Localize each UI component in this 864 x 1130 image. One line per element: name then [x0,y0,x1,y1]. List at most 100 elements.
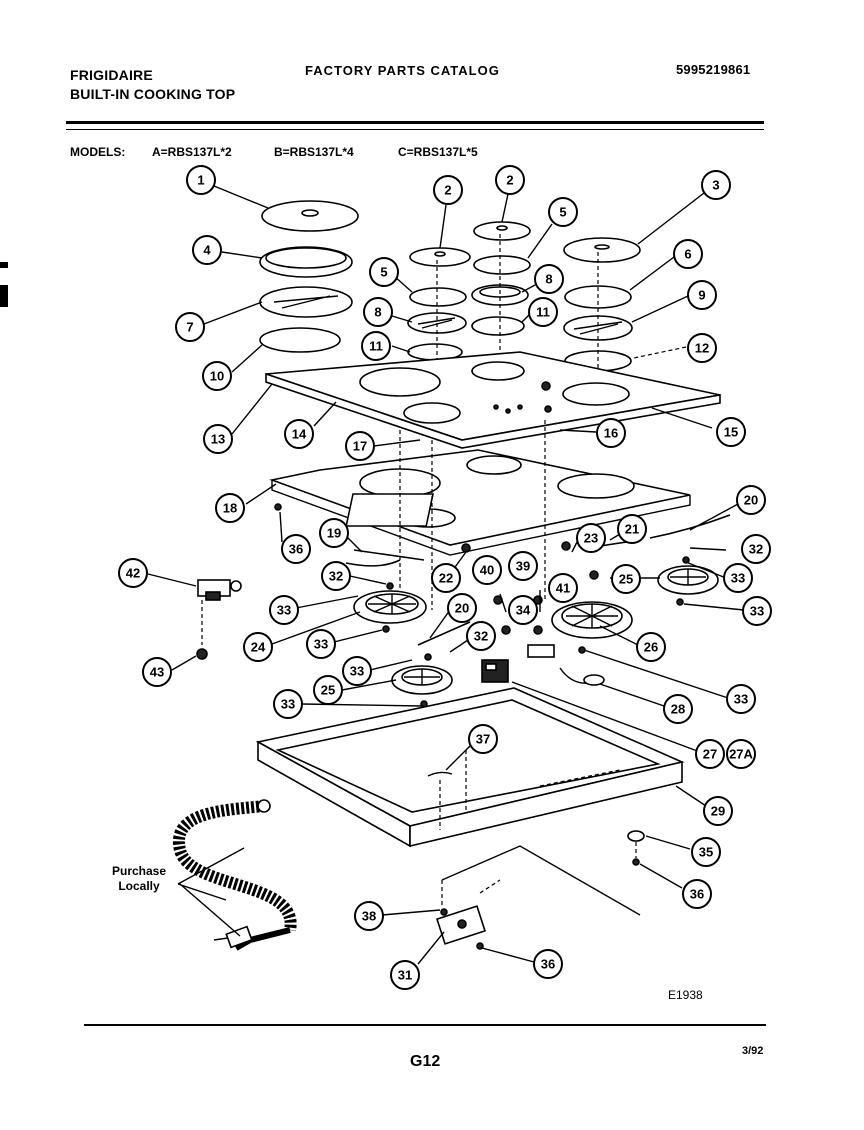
callout-13: 13 [203,424,233,454]
callout-10: 10 [202,361,232,391]
burner-stack-center-left [407,247,471,420]
leader-lines [147,185,745,965]
callout-8: 8 [534,264,564,294]
svg-text:20: 20 [744,493,758,508]
svg-text:8: 8 [374,305,381,320]
note-line-1: Purchase [112,864,167,878]
svg-text:25: 25 [619,572,633,587]
brand-name: FRIGIDAIRE [70,67,153,83]
callout-41: 41 [548,573,578,603]
svg-text:35: 35 [699,845,713,860]
callout-29: 29 [703,796,733,826]
callout-22: 22 [431,563,461,593]
page-number: G12 [410,1053,441,1070]
access-cover-panel [436,830,645,950]
svg-text:1: 1 [197,173,204,188]
callout-20: 20 [736,485,766,515]
figure-code: E1938 [668,988,703,1002]
svg-text:11: 11 [536,305,550,320]
radiant-element-26 [551,601,633,639]
callout-33: 33 [306,629,336,659]
callout-25: 25 [611,564,641,594]
callout-3: 3 [701,170,731,200]
svg-text:33: 33 [734,692,748,707]
callout-5: 5 [548,197,578,227]
svg-text:27A: 27A [729,747,753,762]
callout-9: 9 [687,280,717,310]
header-rule [66,121,764,124]
power-cord [172,799,297,951]
svg-text:16: 16 [604,426,618,441]
relay-27 [481,659,509,683]
svg-text:12: 12 [695,341,709,356]
header-rule-thin [66,129,764,130]
svg-text:13: 13 [211,432,225,447]
callout-32: 32 [466,621,496,651]
svg-text:10: 10 [210,369,224,384]
svg-text:29: 29 [711,804,725,819]
svg-text:36: 36 [541,957,555,972]
scan-edge-mark [0,285,8,307]
callout-11: 11 [528,297,558,327]
thermostat-42 [196,579,242,660]
svg-text:19: 19 [327,526,341,541]
callout-35: 35 [691,837,721,867]
model-c: C=RBS137L*5 [398,145,478,159]
svg-text:21: 21 [625,522,639,537]
product-name: BUILT-IN COOKING TOP [70,86,236,102]
radiant-element-25-left [391,665,453,695]
callout-31: 31 [390,960,420,990]
callout-39: 39 [508,551,538,581]
svg-text:7: 7 [186,320,193,335]
callout-11: 11 [361,331,391,361]
svg-text:32: 32 [749,542,763,557]
model-b: B=RBS137L*4 [274,145,354,159]
callout-32: 32 [741,534,771,564]
scan-edge-mark [0,262,8,268]
glass-cooktop-panel [265,351,721,449]
svg-text:40: 40 [480,563,494,578]
callout-33: 33 [273,689,303,719]
svg-text:8: 8 [545,272,552,287]
callout-34: 34 [508,595,538,625]
callout-38: 38 [354,901,384,931]
svg-text:32: 32 [329,569,343,584]
svg-text:4: 4 [203,243,211,258]
svg-text:42: 42 [126,566,140,581]
svg-text:25: 25 [321,683,335,698]
callout-36: 36 [281,534,311,564]
svg-text:5: 5 [559,205,566,220]
callout-17: 17 [345,431,375,461]
svg-text:2: 2 [444,183,451,198]
purchase-locally-note: Purchase Locally [112,864,166,894]
callout-28: 28 [663,694,693,724]
catalog-part-number: 5995219861 [676,62,751,77]
callout-8: 8 [363,297,393,327]
burner-stack-left [259,200,359,353]
callout-37: 37 [468,724,498,754]
svg-text:33: 33 [281,697,295,712]
footer-rule [84,1024,766,1026]
svg-text:39: 39 [516,559,530,574]
svg-text:26: 26 [644,640,658,655]
callout-20: 20 [447,593,477,623]
svg-text:33: 33 [350,664,364,679]
svg-text:33: 33 [731,571,745,586]
burner-stack-right [563,237,641,400]
svg-text:41: 41 [556,581,570,596]
callout-32: 32 [321,561,351,591]
callout-15: 15 [716,417,746,447]
svg-text:27: 27 [703,747,717,762]
callout-36: 36 [682,879,712,909]
callout-33: 33 [726,684,756,714]
callout-26: 26 [636,632,666,662]
callouts: 1 2 2 3 4 5 5 6 7 8 8 9 10 11 11 12 13 1… [118,165,772,990]
note-line-2: Locally [118,879,160,893]
svg-text:33: 33 [750,604,764,619]
svg-text:37: 37 [476,732,490,747]
models-row: MODELS: A=RBS137L*2 B=RBS137L*4 C=RBS137… [70,145,478,159]
svg-text:36: 36 [289,542,303,557]
callout-1: 1 [186,165,216,195]
callout-7: 7 [175,312,205,342]
